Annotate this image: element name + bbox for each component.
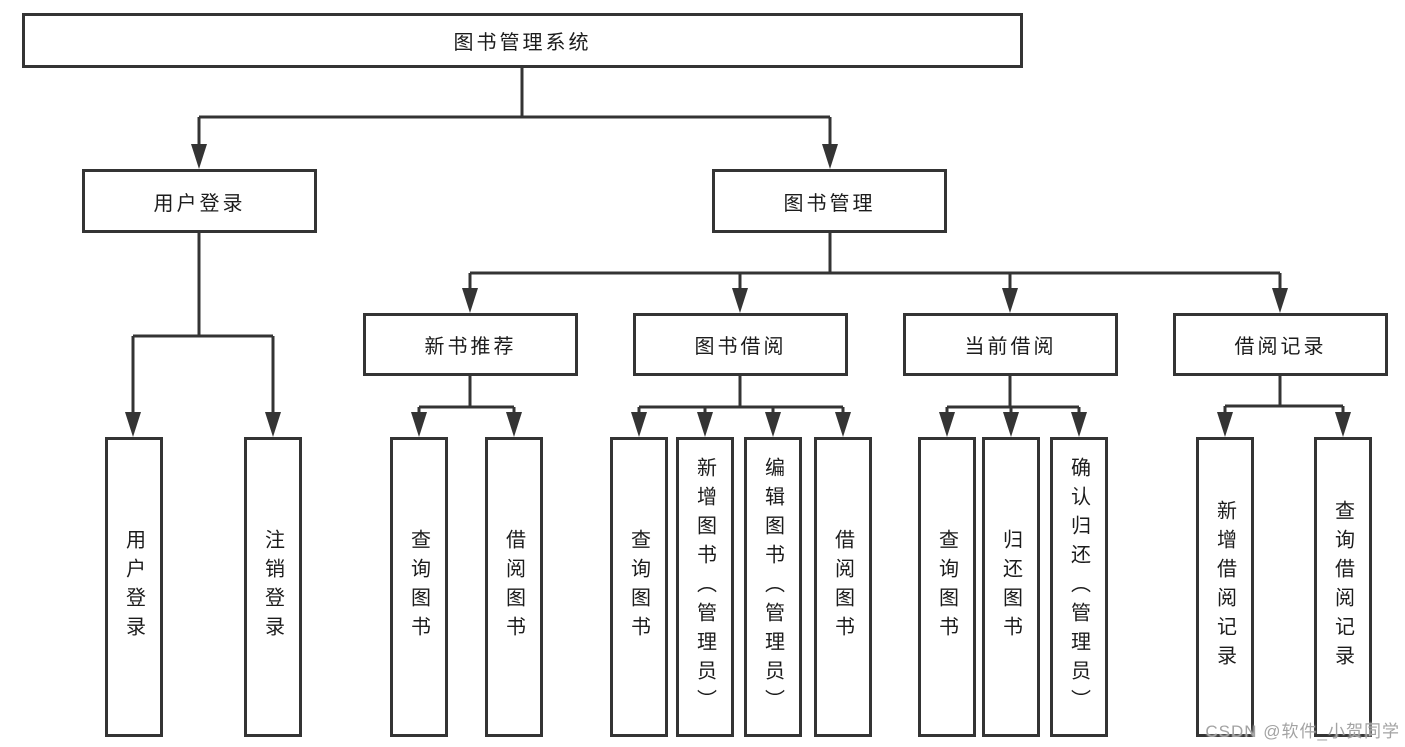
leaf-currentborrow-confirm-return-admin-label: 确认归还（管理员）	[1067, 456, 1090, 718]
arrowhead-icon	[939, 412, 1087, 437]
arrowhead-icon	[462, 288, 1288, 313]
connector-current-borrow-to-leaves	[945, 376, 1081, 418]
arrowheads-new-books-to-leaves	[411, 412, 522, 437]
arrowheads-root-to-level2	[191, 144, 838, 169]
connector-line	[637, 376, 845, 418]
leaf-user-login-label: 用户登录	[122, 529, 145, 645]
arrowheads-book-management-to-level3	[462, 288, 1288, 313]
connector-borrow-records-to-leaves	[1223, 376, 1345, 418]
arrowheads-current-borrow-to-leaves	[939, 412, 1087, 437]
node-root: 图书管理系统	[22, 13, 1023, 68]
leaf-bookborrow-borrow-books-label: 借阅图书	[831, 529, 854, 645]
leaf-newbooks-borrow-books-label: 借阅图书	[502, 529, 525, 645]
leaf-newbooks-borrow-books: 借阅图书	[485, 437, 543, 737]
leaf-bookborrow-add-books-admin: 新增图书（管理员）	[676, 437, 734, 737]
connector-book-borrow-to-leaves	[637, 376, 845, 418]
leaf-records-add-borrow-record: 新增借阅记录	[1196, 437, 1254, 737]
leaf-currentborrow-confirm-return-admin: 确认归还（管理员）	[1050, 437, 1108, 737]
connector-line	[1223, 376, 1345, 418]
leaf-currentborrow-return-books-label: 归还图书	[999, 529, 1022, 645]
connector-line	[468, 233, 1282, 294]
leaf-bookborrow-edit-books-admin: 编辑图书（管理员）	[744, 437, 802, 737]
node-user-login: 用户登录	[82, 169, 317, 233]
leaf-records-add-borrow-record-label: 新增借阅记录	[1213, 500, 1236, 674]
leaf-logout-label: 注销登录	[261, 529, 284, 645]
leaf-currentborrow-query-books: 查询图书	[918, 437, 976, 737]
leaf-records-query-borrow-record: 查询借阅记录	[1314, 437, 1372, 737]
connector-root-to-level2	[197, 68, 832, 150]
arrowhead-icon	[631, 412, 851, 437]
connector-user-login-to-leaves	[131, 233, 275, 418]
connector-book-management-to-level3	[468, 233, 1282, 294]
node-book-management: 图书管理	[712, 169, 947, 233]
leaf-bookborrow-borrow-books: 借阅图书	[814, 437, 872, 737]
connector-line	[131, 233, 275, 418]
leaf-newbooks-query-books-label: 查询图书	[407, 529, 430, 645]
leaf-bookborrow-add-books-admin-label: 新增图书（管理员）	[693, 456, 716, 718]
leaf-currentborrow-return-books: 归还图书	[982, 437, 1040, 737]
leaf-bookborrow-query-books-label: 查询图书	[627, 529, 650, 645]
leaf-currentborrow-query-books-label: 查询图书	[935, 529, 958, 645]
arrowhead-icon	[191, 144, 838, 169]
arrowhead-icon	[411, 412, 522, 437]
arrowhead-icon	[125, 412, 281, 437]
connector-line	[417, 376, 516, 418]
leaf-bookborrow-query-books: 查询图书	[610, 437, 668, 737]
leaf-bookborrow-edit-books-admin-label: 编辑图书（管理员）	[761, 456, 784, 718]
node-borrowing-records: 借阅记录	[1173, 313, 1388, 376]
leaf-records-query-borrow-record-label: 查询借阅记录	[1331, 500, 1354, 674]
connector-line	[197, 68, 832, 150]
node-current-borrowing: 当前借阅	[903, 313, 1118, 376]
connector-line	[945, 376, 1081, 418]
node-book-borrowing: 图书借阅	[633, 313, 848, 376]
node-new-book-recommendation: 新书推荐	[363, 313, 578, 376]
leaf-logout: 注销登录	[244, 437, 302, 737]
arrowheads-borrow-records-to-leaves	[1217, 412, 1351, 437]
arrowheads-user-login-to-leaves	[125, 412, 281, 437]
arrowheads-book-borrow-to-leaves	[631, 412, 851, 437]
arrowhead-icon	[1217, 412, 1351, 437]
watermark: CSDN @软件_小贺同学	[1205, 722, 1400, 741]
connector-new-books-to-leaves	[417, 376, 516, 418]
leaf-newbooks-query-books: 查询图书	[390, 437, 448, 737]
leaf-user-login: 用户登录	[105, 437, 163, 737]
